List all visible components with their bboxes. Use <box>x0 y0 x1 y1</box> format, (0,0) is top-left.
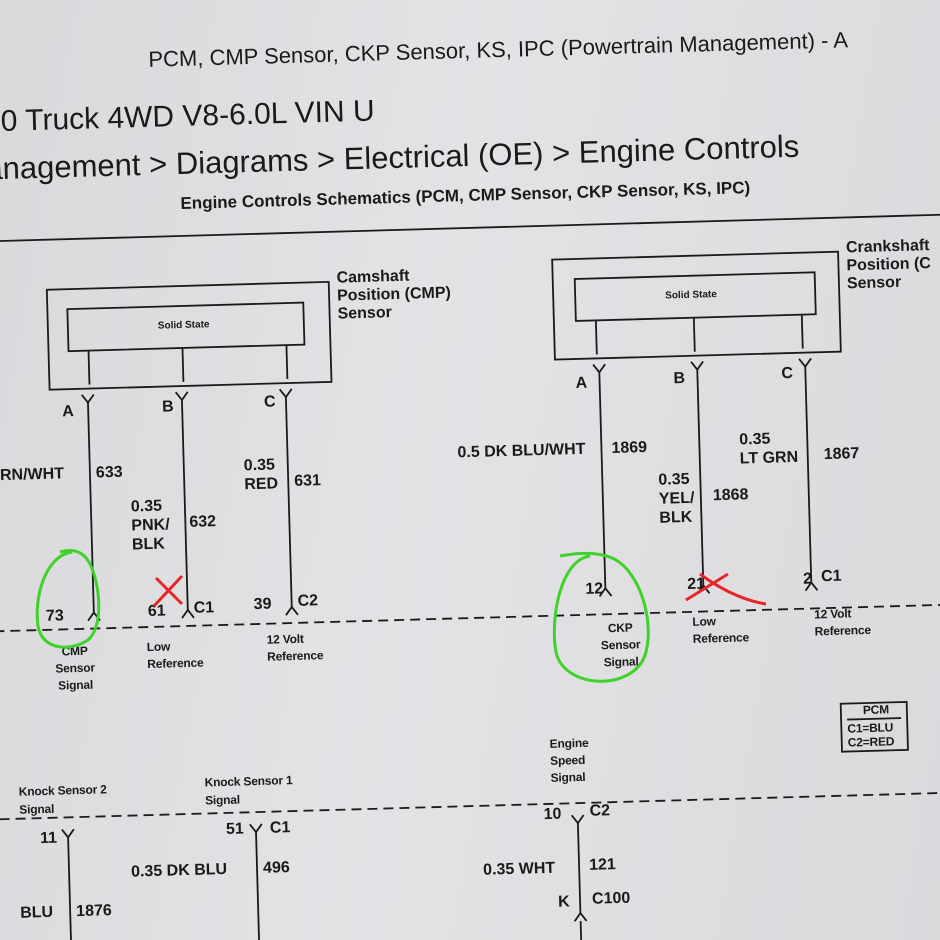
ckp-solid-state-box <box>573 271 817 322</box>
ks2-wire <box>67 837 73 940</box>
cmp-wire-c <box>284 397 293 608</box>
ckp-wire-a <box>598 372 607 589</box>
red-x-ckp-low-ref-2 <box>685 572 729 602</box>
cmp-wire-a <box>87 402 95 613</box>
cmp-sensor-outline <box>45 280 333 391</box>
ckp-sensor-outline <box>551 250 842 361</box>
green-circle-ckp-signal <box>552 551 650 683</box>
header-divider <box>0 213 940 243</box>
speed-wire <box>577 823 582 914</box>
pcm-boundary-lower <box>0 791 940 821</box>
ckp-wire-c <box>804 366 813 583</box>
green-circle-cmp-signal <box>35 549 101 649</box>
pcm-legend-box <box>839 700 909 753</box>
cmp-solid-state-box <box>66 301 306 353</box>
pcm-boundary-upper <box>0 603 940 633</box>
ckp-wire-b <box>696 369 705 586</box>
red-x-ckp-low-ref-1 <box>699 572 767 606</box>
cmp-wire-b <box>181 399 189 610</box>
ks1-wire <box>255 832 261 940</box>
red-x-cmp-low-ref-2 <box>152 574 184 608</box>
